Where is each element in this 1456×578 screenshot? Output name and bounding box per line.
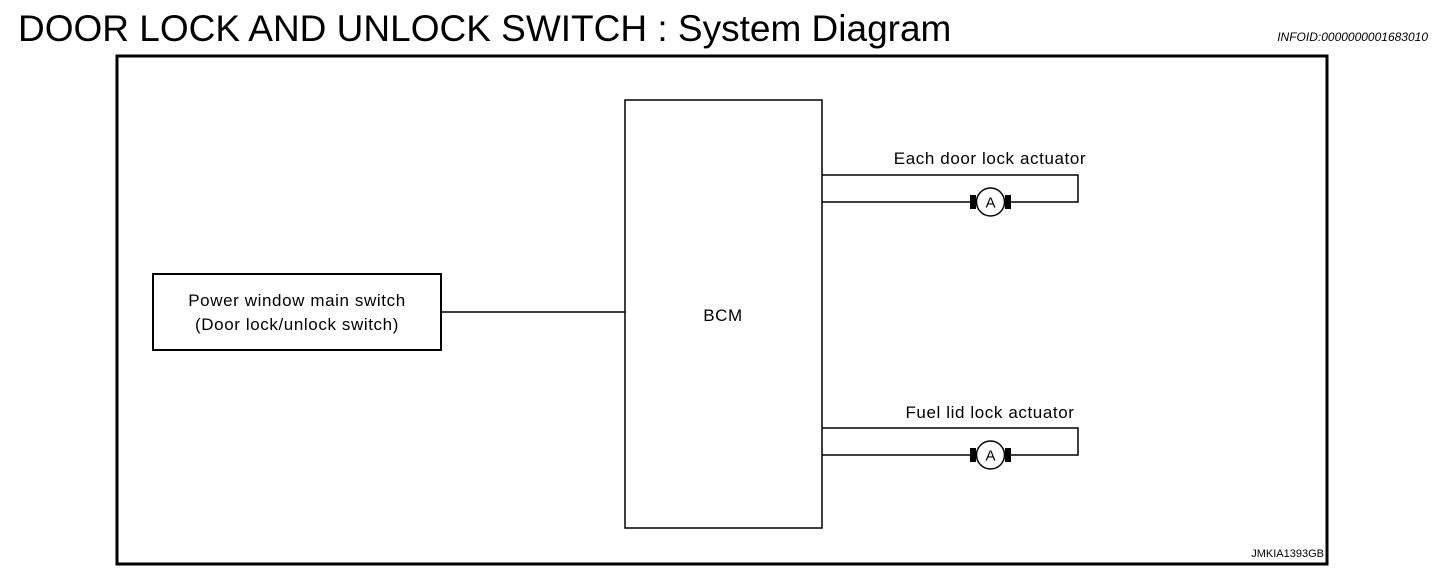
bcm-box <box>624 99 823 529</box>
door-actuator-circuit <box>822 174 1079 203</box>
fuel-actuator-motor-icon: A <box>970 440 1011 470</box>
diagram-frame <box>115 54 1329 566</box>
fuel-motor-symbol: A <box>985 448 995 465</box>
door-motor-symbol: A <box>985 195 995 212</box>
switch-label-line2: (Door lock/unlock switch) <box>195 315 399 334</box>
fuel-actuator-label: Fuel lid lock actuator <box>905 403 1074 422</box>
figure-reference-code: JMKIA1393GB <box>1251 548 1324 560</box>
door-actuator-motor-icon: A <box>970 187 1011 217</box>
bcm-label: BCM <box>703 306 743 325</box>
switch-label-line1: Power window main switch <box>188 291 406 310</box>
power-window-main-switch-box <box>152 273 442 351</box>
fuel-actuator-circuit <box>822 427 1079 456</box>
door-actuator-label: Each door lock actuator <box>894 149 1086 168</box>
page-title: DOOR LOCK AND UNLOCK SWITCH : System Dia… <box>18 8 952 49</box>
info-id: INFOID:0000000001683010 <box>1277 30 1428 44</box>
